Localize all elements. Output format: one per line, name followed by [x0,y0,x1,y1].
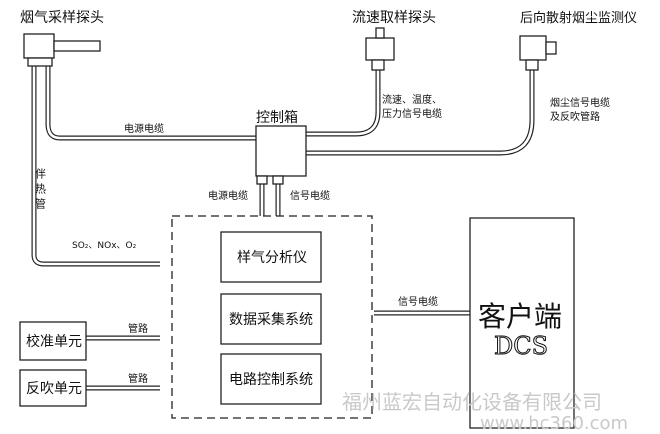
calibration-unit [19,321,87,361]
flow-signal-cable [304,70,381,137]
analyzer-cabinet [171,215,373,419]
client-label: 客户端 [478,300,562,333]
module-circuit-control-label: 电路控制系统 [229,372,313,388]
dcs-label: DCS [494,332,548,360]
dust-signal-label-1: 烟尘信号电缆 [550,96,610,109]
heat-pipe-label: 伴热管 [34,168,47,213]
dust-signal-label-2: 及反吹管路 [550,110,600,123]
module-circuit-control [220,353,322,405]
client-dcs-box [469,217,575,429]
signal-dcs-label: 信号电缆 [398,295,438,308]
gases-label: SO₂、NOx、O₂ [72,241,137,251]
power-cable-top-label: 电源电缆 [124,122,164,135]
watermark-company: 福州蓝宏自动化设备有限公司 [342,390,602,414]
calibration-pipe-label: 管路 [128,322,148,335]
flue-probe-label: 烟气采样探头 [20,10,104,26]
flow-probe [365,27,395,71]
module-data-acquisition [220,293,322,345]
calibration-unit-label: 校准单元 [26,333,82,350]
power-cable-down-label: 电源电缆 [208,189,248,202]
blowback-unit [19,369,87,407]
dust-monitor [519,35,557,71]
flow-signal-label-2: 压力信号电缆 [382,107,442,120]
signal-cable-down-label: 信号电缆 [290,189,330,202]
flow-signal-label-1: 流速、温度、 [382,93,442,106]
watermark-url: www.hc360.com [480,413,628,434]
control-box [255,125,307,177]
blowback-unit-label: 反吹单元 [26,381,82,397]
module-data-acquisition-label: 数据采集系统 [229,311,313,328]
control-box-label: 控制箱 [256,110,298,126]
module-gas-analyzer-label: 样气分析仪 [237,250,307,266]
module-gas-analyzer [220,231,322,283]
blowback-pipe-label: 管路 [128,372,148,385]
heat-tracing-pipe [31,64,160,267]
flow-probe-label: 流速取样探头 [352,10,436,26]
flue-gas-probe [23,33,101,67]
dust-monitor-label: 后向散射烟尘监测仪 [520,10,637,26]
